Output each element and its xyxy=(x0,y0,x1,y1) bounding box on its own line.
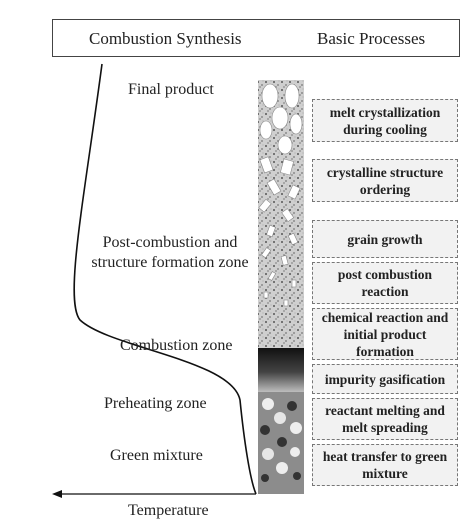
combustion-synthesis-title: Combustion Synthesis xyxy=(89,29,242,48)
process-box-post-combustion-reaction: post combustion reaction xyxy=(312,262,458,304)
process-box-impurity-gasification: impurity gasification xyxy=(312,364,458,394)
post-combustion-zone-label: Post-combustion and structure formation … xyxy=(91,234,249,271)
final-product-label: Final product xyxy=(128,81,214,98)
process-box-crystalline-ordering: crystalline structure ordering xyxy=(312,159,458,202)
combustion-zone-label: Combustion zone xyxy=(120,337,233,354)
green-mixture-label: Green mixture xyxy=(110,447,203,464)
combustion-front xyxy=(258,348,304,392)
reactant-particles xyxy=(260,398,302,482)
sample-column xyxy=(258,80,304,494)
header-box: Combustion Synthesis Basic Processes xyxy=(52,19,460,57)
preheating-zone-label: Preheating zone xyxy=(104,395,207,412)
process-box-chemical-reaction: chemical reaction and initial product fo… xyxy=(312,308,458,360)
process-box-reactant-melting: reactant melting and melt spreading xyxy=(312,398,458,440)
basic-processes-title: Basic Processes xyxy=(317,29,426,48)
temperature-axis-label: Temperature xyxy=(128,502,209,519)
process-box-grain-growth: grain growth xyxy=(312,220,458,258)
temperature-curve xyxy=(73,63,257,495)
process-box-melt-crystallization: melt crystallization during cooling xyxy=(312,99,458,142)
process-box-heat-transfer: heat transfer to green mixture xyxy=(312,444,458,486)
temperature-axis-arrow xyxy=(52,490,62,498)
